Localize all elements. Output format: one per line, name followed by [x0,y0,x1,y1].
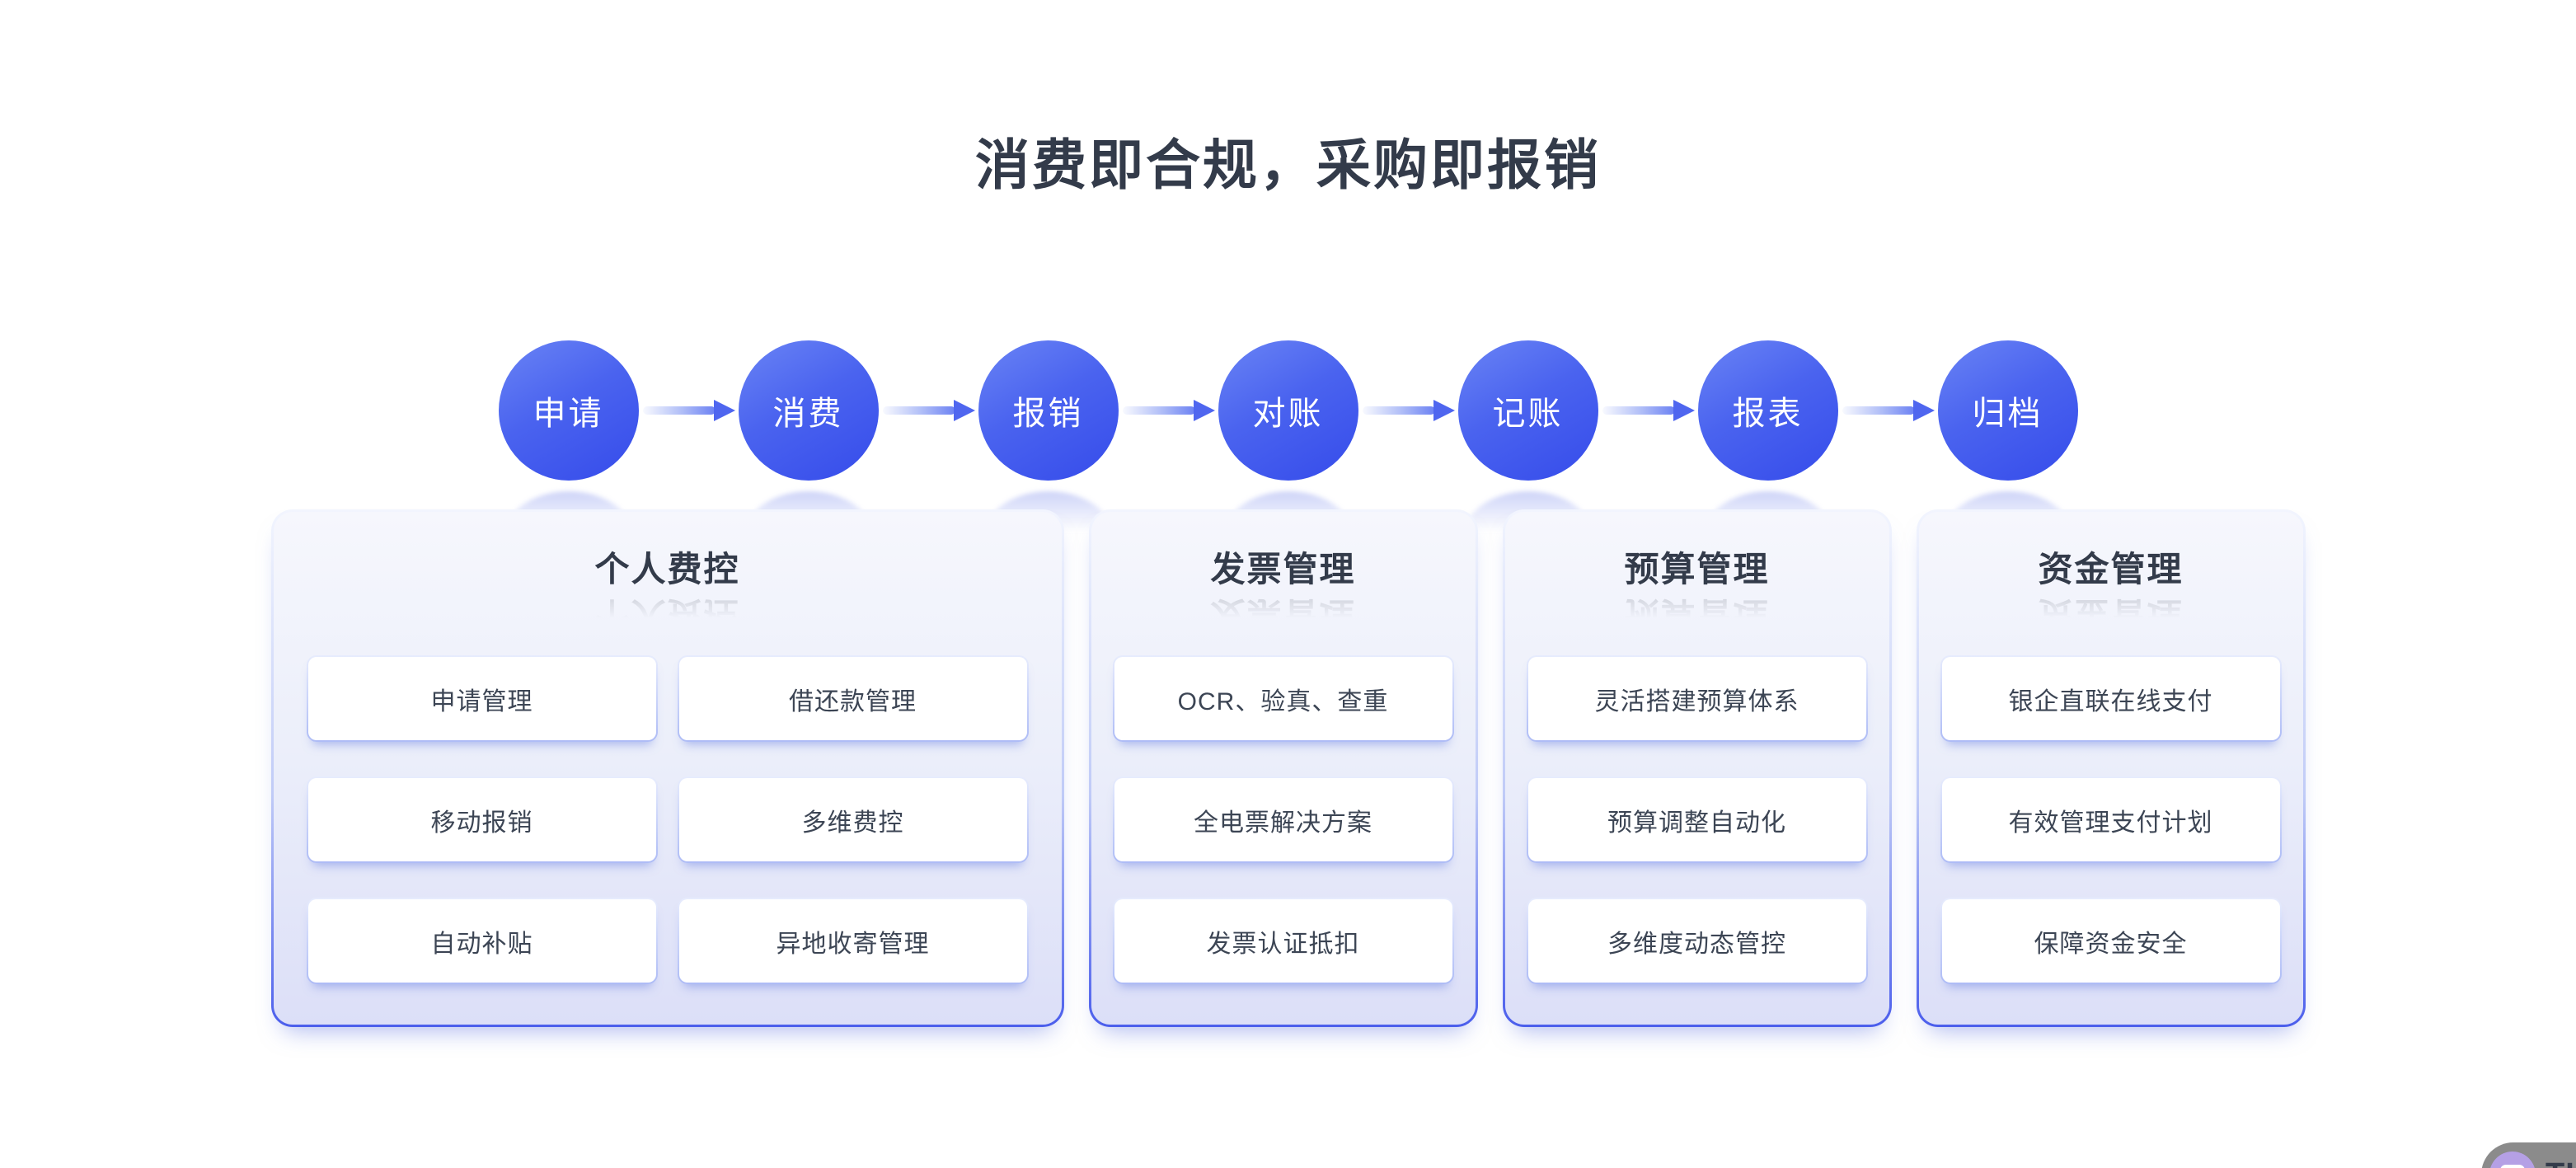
arrow-head [713,400,735,421]
watermark-logo-icon [2489,1152,2536,1168]
card-title-wrap: 预算管理预算管理 [1505,548,1889,622]
feature-item: 移动报销 [307,776,658,863]
process-flow: 申请 消费 报销 对账 记账 报表 归档 [0,340,2576,481]
card-title: 资金管理 [2038,550,2184,589]
feature-item: 多维度动态管控 [1527,898,1868,984]
card-title: 发票管理 [1210,550,1356,589]
arrow-head [1193,400,1215,421]
feature-item: 申请管理 [307,655,658,742]
feature-card-3: 预算管理预算管理灵活搭建预算体系预算调整自动化多维度动态管控 [1503,509,1892,1027]
card-title-reflection: 发票管理 [1091,593,1476,622]
flow-arrow-icon [879,340,978,481]
watermark-badge[interactable]: TIN [2481,1142,2576,1168]
card-title-wrap: 资金管理资金管理 [1919,548,2303,622]
flow-step-label: 消费 [772,396,844,432]
flow-arrow-icon [639,340,739,481]
flow-step-label: 对账 [1252,396,1324,432]
flow-step-label: 报表 [1732,396,1804,432]
flow-step-label: 记账 [1492,396,1564,432]
feature-item: 预算调整自动化 [1527,776,1868,863]
arrow-line [1602,406,1675,415]
feature-item: 发票认证抵扣 [1113,898,1454,984]
feature-item: OCR、验真、查重 [1113,655,1454,742]
feature-item: 多维费控 [678,776,1029,863]
feature-item: 保障资金安全 [1940,898,2282,984]
feature-card-4: 资金管理资金管理银企直联在线支付有效管理支付计划保障资金安全 [1917,509,2306,1027]
card-title-mirror-text: 个人费控 [594,595,740,622]
card-title-wrap: 个人费控个人费控 [274,548,1062,622]
feature-item: 灵活搭建预算体系 [1527,655,1868,742]
feature-item: 有效管理支付计划 [1940,776,2282,863]
page-title: 消费即合规，采购即报销 [975,134,1601,195]
flow-arrow-icon [1119,340,1218,481]
feature-cards: 个人费控个人费控申请管理借还款管理移动报销多维费控自动补贴异地收寄管理发票管理发… [0,509,2576,1027]
watermark-text: TIN [2546,1157,2576,1168]
flow-step-label: 报销 [1012,396,1084,432]
arrow-head [1912,400,1935,421]
watermark-window-icon [2500,1165,2525,1168]
arrow-head [1433,400,1455,421]
flow-arrow-icon [1598,340,1698,481]
flow-step-3: 报销 [978,340,1119,481]
arrow-head [953,400,975,421]
flow-arrow-icon [1358,340,1458,481]
card-item-grid: 银企直联在线支付有效管理支付计划保障资金安全 [1940,655,2282,984]
feature-item: 异地收寄管理 [678,898,1029,984]
arrow-line [642,406,716,415]
card-item-grid: 申请管理借还款管理移动报销多维费控自动补贴异地收寄管理 [307,655,1029,984]
arrow-line [1362,406,1435,415]
card-title: 预算管理 [1624,550,1770,589]
flow-step-label: 归档 [1972,396,2043,432]
card-item-grid: 灵活搭建预算体系预算调整自动化多维度动态管控 [1527,655,1868,984]
flow-step-7: 归档 [1937,340,2078,481]
flow-step-1: 申请 [498,340,639,481]
card-item-grid: OCR、验真、查重全电票解决方案发票认证抵扣 [1113,655,1454,984]
flow-step-6: 报表 [1697,340,1838,481]
card-title-wrap: 发票管理发票管理 [1091,548,1476,622]
card-title: 个人费控 [594,550,740,589]
feature-item: 银企直联在线支付 [1940,655,2282,742]
flow-step-label: 申请 [533,396,604,432]
flow-step-4: 对账 [1218,340,1358,481]
card-title-reflection: 资金管理 [1919,593,2303,622]
card-title-mirror-text: 资金管理 [2038,595,2184,622]
flow-step-5: 记账 [1457,340,1598,481]
arrow-head [1673,400,1695,421]
arrow-line [1122,406,1195,415]
arrow-line [882,406,955,415]
feature-card-1: 个人费控个人费控申请管理借还款管理移动报销多维费控自动补贴异地收寄管理 [271,509,1064,1027]
card-title-reflection: 预算管理 [1505,593,1889,622]
card-title-reflection: 个人费控 [274,593,1062,622]
feature-item: 借还款管理 [678,655,1029,742]
card-title-mirror-text: 预算管理 [1624,595,1770,622]
feature-item: 全电票解决方案 [1113,776,1454,863]
flow-arrow-icon [1838,340,1938,481]
flow-step-2: 消费 [738,340,879,481]
card-title-mirror-text: 发票管理 [1210,595,1356,622]
feature-item: 自动补贴 [307,898,658,984]
arrow-line [1842,406,1915,415]
